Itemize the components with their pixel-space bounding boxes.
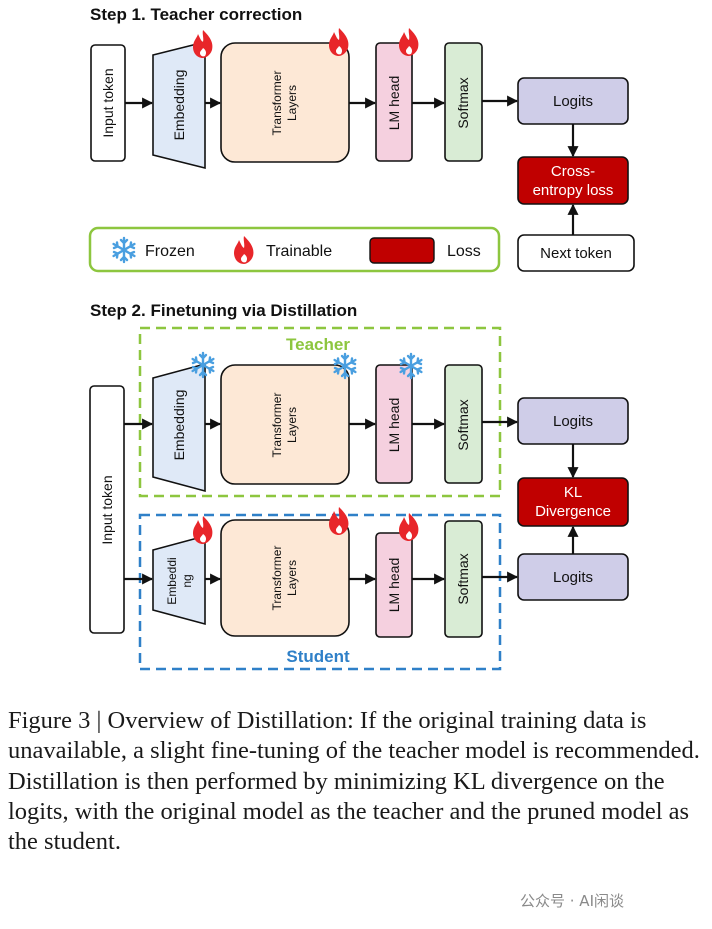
step2-input-token-label: Input token — [99, 475, 115, 544]
legend-trainable-label: Trainable — [266, 243, 332, 260]
watermark: 公众号 · AI闲谈 — [520, 892, 624, 910]
step1-lm-head-flame-icon — [399, 28, 419, 56]
step1-cross-entropy-loss-box: Cross- entropy loss — [517, 156, 629, 205]
step1-transformer-flame-icon — [329, 28, 349, 56]
student-embedding-label-2: ng — [180, 574, 194, 587]
student-group-frame — [138, 513, 502, 671]
legend-loss-swatch — [369, 237, 435, 264]
step1-lm-head-block: LM head — [375, 42, 413, 162]
kl-label-2: Divergence — [535, 503, 611, 520]
step1-loss-label-2: entropy loss — [533, 182, 614, 199]
step1-input-token-label: Input token — [100, 68, 116, 137]
student-softmax-label: Softmax — [455, 553, 471, 604]
step1-lm-head-label: LM head — [386, 76, 402, 130]
step1-transformer-block: Transformer Layers — [220, 42, 350, 163]
teacher-transformer-label-1: Transformer — [270, 393, 284, 458]
student-transformer-label-2: Layers — [285, 560, 299, 596]
student-logits-box: Logits — [517, 553, 629, 601]
step1-input-token-box: Input token — [90, 44, 126, 162]
student-lm-head-block: LM head — [375, 532, 413, 638]
legend-frozen-label: Frozen — [145, 243, 195, 260]
step1-softmax-block: Softmax — [444, 42, 483, 162]
teacher-transformer-label-2: Layers — [285, 407, 299, 443]
teacher-transformer-block: Transformer Layers — [220, 364, 350, 485]
student-group-label: Student — [286, 647, 350, 666]
student-transformer-block: Transformer Layers — [220, 519, 350, 637]
teacher-embedding-snowflake-icon — [191, 351, 215, 379]
teacher-logits-label: Logits — [553, 413, 593, 430]
step1-logits-box: Logits — [517, 77, 629, 125]
step1-softmax-label: Softmax — [455, 77, 471, 128]
step1-embedding-flame-icon — [193, 30, 213, 58]
legend-loss-label: Loss — [447, 243, 481, 260]
figure-caption: Figure 3 | Overview of Distillation: If … — [8, 707, 700, 855]
step1-title: Step 1. Teacher correction — [90, 5, 302, 24]
step1-loss-label-1: Cross- — [551, 163, 595, 180]
student-lm-head-label: LM head — [386, 558, 402, 612]
step1-embedding-label: Embedding — [171, 70, 187, 141]
step2-arrows — [124, 416, 579, 585]
step1-next-token-label: Next token — [540, 245, 612, 262]
teacher-logits-box: Logits — [517, 397, 629, 445]
student-transformer-label-1: Transformer — [270, 546, 284, 611]
teacher-embedding-label: Embedding — [171, 390, 187, 461]
step1-next-token-box: Next token — [517, 234, 635, 272]
step2-title: Step 2. Finetuning via Distillation — [90, 301, 357, 320]
kl-label-1: KL — [564, 484, 582, 501]
step2-input-token-box: Input token — [89, 385, 125, 634]
teacher-softmax-label: Softmax — [455, 399, 471, 450]
kl-divergence-box: KL Divergence — [517, 477, 629, 527]
student-embedding-block: Embeddi ng — [152, 534, 206, 626]
step1-embedding-block: Embedding — [152, 40, 206, 170]
student-logits-label: Logits — [553, 569, 593, 586]
step1-logits-label: Logits — [553, 93, 593, 110]
student-softmax-block: Softmax — [444, 520, 483, 638]
teacher-embedding-block: Embedding — [152, 362, 206, 493]
step1-arrows — [125, 95, 579, 235]
legend: Frozen Trainable Loss — [88, 226, 501, 273]
student-embedding-label-1: Embeddi — [165, 557, 179, 604]
student-lm-head-flame-icon — [399, 513, 419, 541]
teacher-lm-head-label: LM head — [386, 398, 402, 452]
teacher-group-label: Teacher — [286, 335, 350, 354]
teacher-lm-head-block: LM head — [375, 364, 413, 484]
student-transformer-flame-icon — [329, 507, 349, 535]
teacher-softmax-block: Softmax — [444, 364, 483, 484]
step1-transformer-label-1: Transformer — [270, 71, 284, 136]
student-embedding-flame-icon — [193, 516, 213, 544]
distillation-diagram: Step 1. Teacher correction Input token E… — [88, 5, 635, 671]
teacher-group-frame — [138, 326, 502, 498]
step1-transformer-label-2: Layers — [285, 85, 299, 121]
